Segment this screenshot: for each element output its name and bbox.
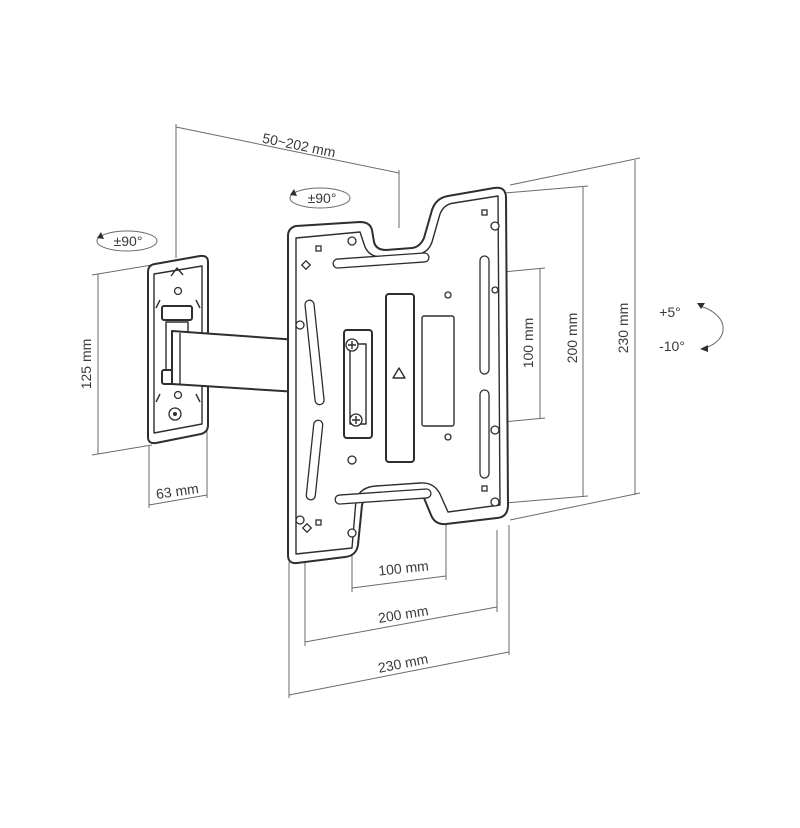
plate-height-label: 230 mm [615, 303, 631, 354]
tilt-arrow-icon [697, 303, 724, 352]
wall-plate-width-label: 63 mm [155, 480, 200, 502]
dimension-lines [91, 124, 641, 698]
tv-plate [287, 186, 509, 565]
vesa-large-vertical-label: 200 mm [564, 313, 580, 364]
tilt-down-label: -10° [659, 338, 685, 354]
vesa-small-vertical-label: 100 mm [520, 318, 536, 369]
swivel-left-arrow-icon [96, 230, 158, 252]
vesa-large-horizontal-label: 200 mm [377, 602, 429, 626]
wall-plate-height-label: 125 mm [78, 339, 94, 390]
tilt-up-label: +5° [659, 304, 681, 320]
arm-extension-label: 50~202 mm [261, 130, 337, 161]
swivel-right-label: ±90° [308, 190, 337, 206]
plate-width-label: 230 mm [377, 650, 430, 675]
swivel-left-label: ±90° [114, 233, 143, 249]
swing-arm [171, 330, 307, 393]
swivel-right-arrow-icon [289, 187, 351, 209]
vesa-small-horizontal-label: 100 mm [377, 557, 429, 578]
